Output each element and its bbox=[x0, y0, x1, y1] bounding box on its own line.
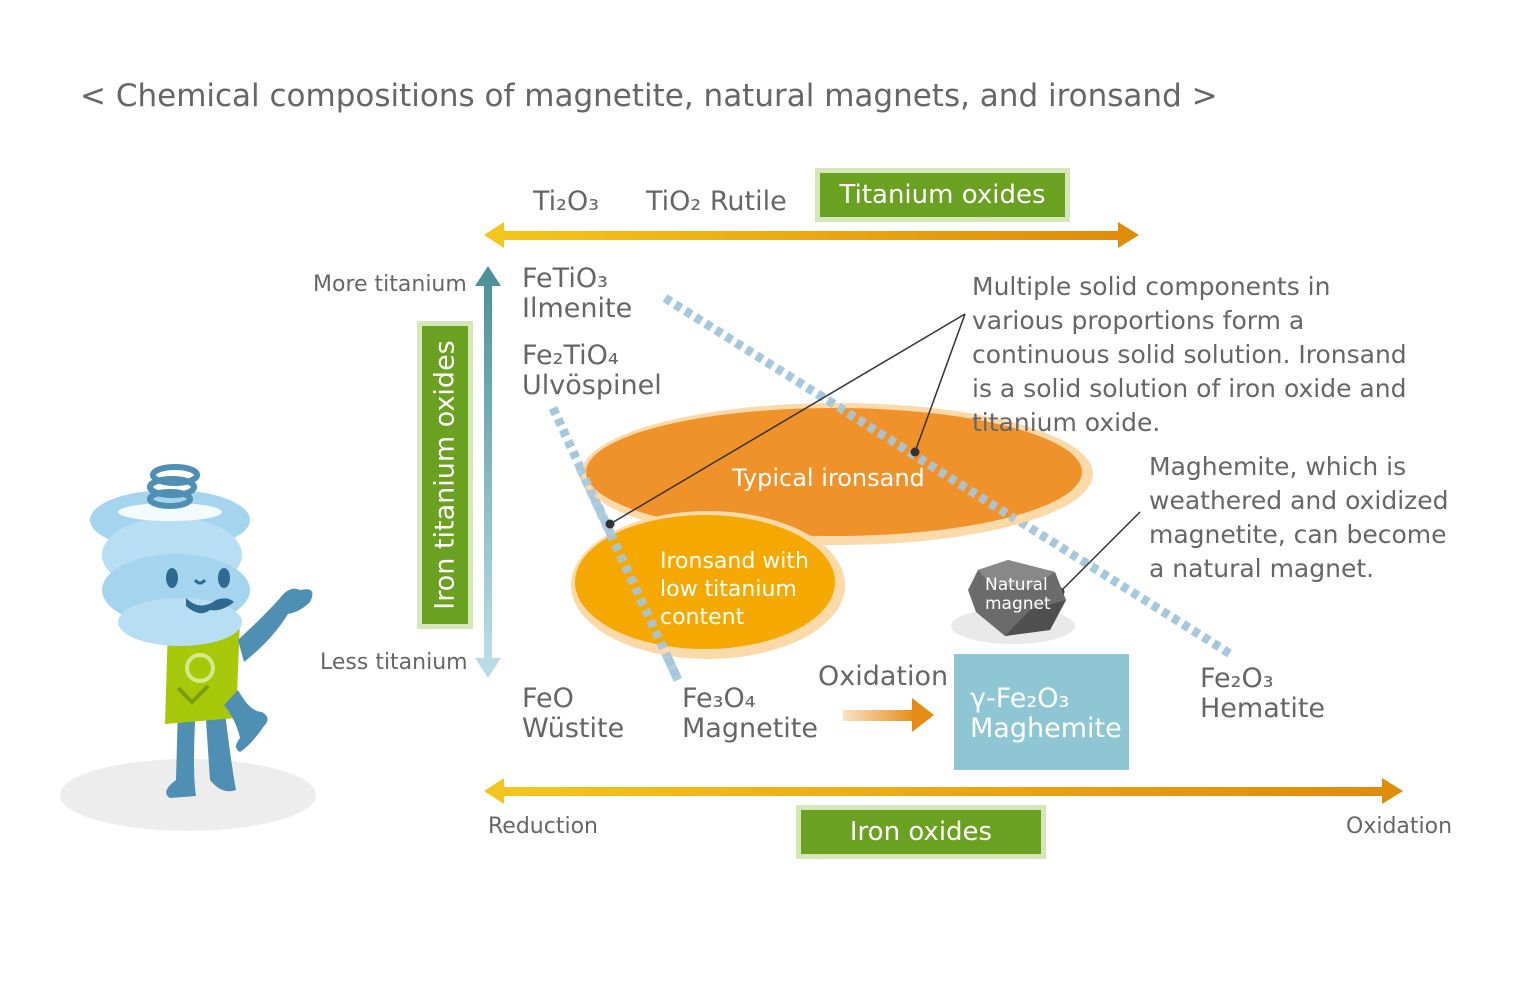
fetio3-name: Ilmenite bbox=[522, 293, 633, 324]
maghemite-formula: γ-Fe₂O₃ bbox=[970, 683, 1070, 714]
natural-magnet-line-2: magnet bbox=[985, 594, 1051, 614]
fe2o3-formula: Fe₂O₃ bbox=[1200, 663, 1274, 694]
label-ti2o3: Ti₂O₃ bbox=[533, 186, 600, 217]
natural-magnet-label: Natural magnet bbox=[985, 576, 1051, 614]
reduction-label: Reduction bbox=[488, 814, 598, 839]
fe2o3-name: Hematite bbox=[1200, 693, 1326, 724]
iron-titanium-oxides-label: Iron titanium oxides bbox=[429, 340, 461, 610]
compound-fe2o3: Fe₂O₃ Hematite bbox=[1200, 664, 1325, 724]
feo-formula: FeO bbox=[522, 683, 574, 714]
typical-ironsand-ellipse bbox=[586, 408, 1082, 536]
fe3o4-formula: Fe₃O₄ bbox=[682, 683, 756, 714]
page-title: < Chemical compositions of magnetite, na… bbox=[80, 78, 1218, 114]
dashed-line-ilmenite-hematite bbox=[662, 294, 1235, 659]
compound-feo: FeO Wüstite bbox=[522, 684, 624, 744]
compound-maghemite: γ-Fe₂O₃ Maghemite bbox=[970, 684, 1122, 744]
callout-maghemite-line bbox=[1059, 511, 1141, 593]
feo-name: Wüstite bbox=[522, 713, 625, 744]
less-titanium-label: Less titanium bbox=[320, 650, 468, 675]
natural-magnet-rock bbox=[951, 560, 1075, 644]
low-ti-line-1: Ironsand with bbox=[660, 549, 809, 574]
oxidation-mid-label: Oxidation bbox=[818, 661, 949, 692]
fe2tio4-formula: Fe₂TiO₄ bbox=[522, 340, 619, 371]
compound-fetio3: FeTiO₃ Ilmenite bbox=[522, 264, 632, 324]
mascot-character bbox=[60, 464, 316, 831]
low-ti-ellipse bbox=[575, 515, 835, 649]
typical-ironsand-label: Typical ironsand bbox=[732, 464, 925, 492]
fetio3-formula: FeTiO₃ bbox=[522, 263, 608, 294]
callout-dot-typical bbox=[910, 447, 920, 457]
iron-oxides-box: Iron oxides bbox=[801, 810, 1041, 854]
compound-fe3o4: Fe₃O₄ Magnetite bbox=[682, 684, 818, 744]
oxidation-right-label: Oxidation bbox=[1346, 814, 1453, 839]
maghemite-box: γ-Fe₂O₃ Maghemite bbox=[954, 654, 1129, 770]
note-maghemite: Maghemite, which is weathered and oxidiz… bbox=[1149, 452, 1449, 583]
top-axis-arrow bbox=[484, 222, 1139, 248]
natural-magnet-line-1: Natural bbox=[985, 575, 1048, 595]
bottom-axis-arrow bbox=[484, 778, 1403, 804]
fe2tio4-name: Ulvöspinel bbox=[522, 370, 662, 401]
more-titanium-label: More titanium bbox=[313, 272, 467, 297]
compound-fe2tio4: Fe₂TiO₄ Ulvöspinel bbox=[522, 341, 662, 401]
note-solid-solution: Multiple solid components in various pro… bbox=[972, 272, 1407, 437]
callout-dot-low bbox=[605, 519, 615, 529]
oxidation-arrow bbox=[843, 698, 934, 732]
maghemite-name: Maghemite bbox=[970, 713, 1122, 744]
vertical-axis-arrow bbox=[475, 266, 501, 678]
callout-solid-solution bbox=[609, 313, 966, 525]
low-ti-label: Ironsand with low titanium content bbox=[660, 548, 809, 632]
low-ti-line-3: content bbox=[660, 605, 745, 630]
label-tio2-rutile: TiO₂ Rutile bbox=[646, 186, 787, 217]
titanium-oxides-label: Titanium oxides bbox=[839, 180, 1046, 210]
low-ti-line-2: low titanium bbox=[660, 577, 797, 602]
titanium-oxides-box: Titanium oxides bbox=[820, 173, 1065, 217]
iron-oxides-label: Iron oxides bbox=[849, 817, 993, 847]
iron-titanium-oxides-box: Iron titanium oxides bbox=[422, 326, 468, 624]
fe3o4-name: Magnetite bbox=[682, 713, 818, 744]
